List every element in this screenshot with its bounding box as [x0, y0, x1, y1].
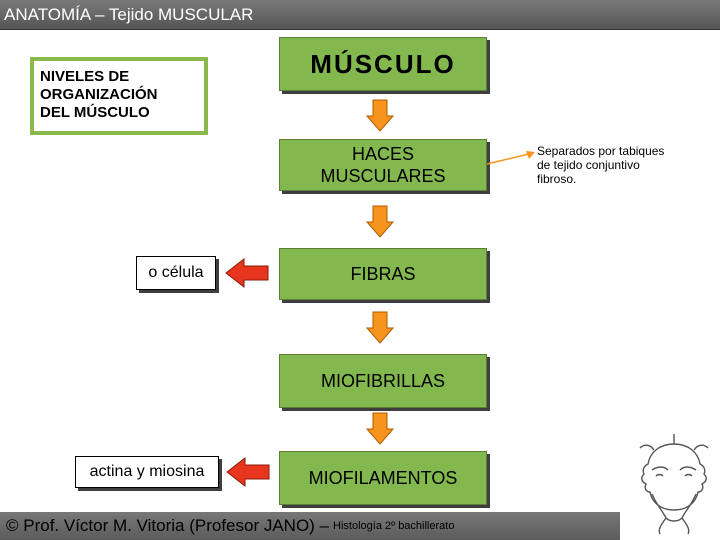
levels-line: NIVELES DE: [40, 68, 130, 85]
node-miofilamentos: MIOFILAMENTOS: [279, 451, 487, 505]
node-miofibrillas-label: MIOFIBRILLAS: [320, 371, 446, 391]
page-title: ANATOMÍA – Tejido MUSCULAR: [4, 5, 254, 24]
note-text: Separados por tabiques de tejido conjunt…: [537, 144, 707, 186]
node-miofibrillas: MIOFIBRILLAS: [279, 354, 487, 408]
label-celula-text: o célula: [148, 264, 204, 281]
label-actina-miosina: actina y miosina: [75, 456, 219, 488]
node-miofilamentos-label: MIOFILAMENTOS: [308, 468, 458, 488]
node-musculo: MÚSCULO: [279, 37, 487, 91]
levels-box: NIVELES DE ORGANIZACIÓN DEL MÚSCULO: [30, 57, 208, 135]
node-haces-line: MUSCULARES: [320, 166, 446, 186]
janus-head-logo-icon: [639, 434, 709, 535]
down-arrow-icon: [366, 99, 394, 132]
node-musculo-label: MÚSCULO: [310, 49, 456, 79]
node-fibras: FIBRAS: [279, 248, 487, 300]
down-arrow-icon: [366, 311, 394, 344]
node-haces-musculares: HACES MUSCULARES: [279, 139, 487, 191]
footer-bar: © Prof. Víctor M. Vitoria (Profesor JANO…: [0, 512, 620, 540]
header-bar: ANATOMÍA – Tejido MUSCULAR: [0, 0, 720, 30]
note-line: de tejido conjuntivo: [537, 158, 640, 172]
left-arrow-icon: [226, 457, 270, 487]
down-arrow-icon: [366, 205, 394, 238]
left-arrow-icon: [225, 258, 269, 288]
down-arrow-icon: [366, 412, 394, 445]
note-pointer-arrow-icon: [486, 151, 535, 165]
node-fibras-label: FIBRAS: [350, 264, 416, 284]
levels-line: ORGANIZACIÓN: [40, 86, 158, 103]
footer-subject: Histología 2º bachillerato: [333, 520, 455, 532]
node-haces-line: HACES: [351, 144, 414, 164]
label-celula: o célula: [136, 256, 216, 290]
note-line: fibroso.: [537, 172, 577, 186]
label-actina-text: actina y miosina: [89, 463, 205, 480]
note-line: Separados por tabiques: [537, 144, 665, 158]
footer-credit: © Prof. Víctor M. Vitoria (Profesor JANO…: [6, 516, 330, 535]
levels-line: DEL MÚSCULO: [40, 104, 150, 121]
